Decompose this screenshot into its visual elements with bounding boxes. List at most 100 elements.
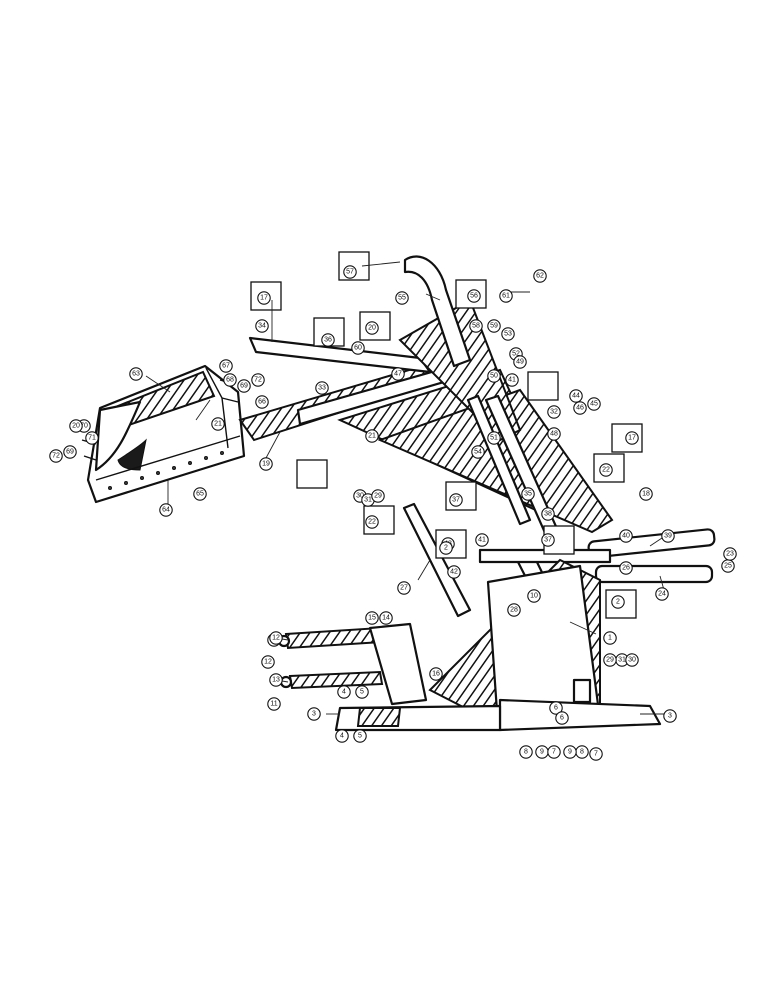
callout-c33: 33 (315, 381, 329, 395)
callout-circle (391, 367, 405, 381)
callout-label: 62 (536, 273, 544, 280)
callout-c66: 66 (255, 395, 269, 409)
callout-c25: 25 (721, 559, 735, 573)
callout-label: 5 (358, 733, 362, 740)
callout-label: 22 (368, 519, 376, 526)
callout-label: 57 (346, 269, 354, 276)
callout-c32: 32 (547, 405, 561, 419)
callout-circle (365, 429, 379, 443)
callout-circle (129, 367, 143, 381)
callout-c4b: 4 (335, 729, 349, 743)
callout-label: 54 (474, 449, 482, 456)
callout-label: 9 (568, 749, 572, 756)
callout-circle (639, 487, 653, 501)
callout-label: 64 (162, 507, 170, 514)
callout-circle (69, 419, 83, 433)
callout-c17a: 17 (257, 291, 271, 305)
callout-label: 44 (572, 393, 580, 400)
callout-circle (527, 589, 541, 603)
callout-circle (269, 673, 283, 687)
callout-c18: 18 (639, 487, 653, 501)
callout-c9b: 9 (535, 745, 549, 759)
callout-circle (335, 729, 349, 743)
callout-circle (307, 707, 321, 721)
callout-c2: 2 (611, 595, 625, 609)
callout-c48: 48 (547, 427, 561, 441)
callout-label: 35 (524, 491, 532, 498)
callout-circle (237, 379, 251, 393)
bucket-bolt-row (108, 450, 224, 490)
callout-circle (487, 431, 501, 445)
callout-c29b: 29 (603, 653, 617, 667)
callout-circle (505, 373, 519, 387)
callout-label: 37 (544, 537, 552, 544)
callout-label: 24 (658, 591, 666, 598)
callout-circle (619, 561, 633, 575)
callout-c37b: 37 (449, 493, 463, 507)
callout-c69b: 69 (63, 445, 77, 459)
callout-circle (469, 319, 483, 333)
callout-c71: 71 (85, 431, 99, 445)
callout-circle (723, 547, 737, 561)
bucket (81, 364, 246, 504)
callout-label: 8 (524, 749, 528, 756)
callout-circle (487, 369, 501, 383)
callout-label: 70 (80, 423, 88, 430)
callout-c64: 64 (159, 503, 173, 517)
callout-c12b: 12 (269, 631, 283, 645)
callout-label: 52 (512, 351, 520, 358)
callout-label: 26 (622, 565, 630, 572)
callout-label: 4 (340, 733, 344, 740)
callout-circle (603, 631, 617, 645)
callout-label: 5 (360, 689, 364, 696)
callout-c50: 50 (487, 369, 501, 383)
callout-circle (599, 463, 613, 477)
callout-label: 50 (490, 373, 498, 380)
callout-circle (193, 487, 207, 501)
callout-label: 29 (606, 657, 614, 664)
callout-label: 21 (368, 433, 376, 440)
callout-c8: 8 (575, 745, 589, 759)
callout-c28: 28 (507, 603, 521, 617)
callout-circle (355, 685, 369, 699)
callout-c49: 49 (513, 355, 527, 369)
callout-circle (519, 745, 533, 759)
callout-label: 3 (312, 711, 316, 718)
part-reference-boxes (250, 251, 643, 619)
callout-label: 65 (196, 491, 204, 498)
callout-circle (563, 745, 577, 759)
callout-c63: 63 (129, 367, 143, 381)
callout-label: 30 (628, 657, 636, 664)
callout-circle (259, 457, 273, 471)
lower-links (277, 622, 428, 706)
callout-circle (251, 373, 265, 387)
callout-c13b: 13 (269, 673, 283, 687)
callout-circle (315, 381, 329, 395)
callout-label: 2 (444, 545, 448, 552)
callout-circle (573, 401, 587, 415)
callout-c29: 29 (371, 489, 385, 503)
callout-label: 67 (222, 363, 230, 370)
callout-circle (365, 515, 379, 529)
callout-c23: 23 (723, 547, 737, 561)
callout-c42: 42 (447, 565, 461, 579)
callout-label: 45 (590, 401, 598, 408)
callout-circle (85, 431, 99, 445)
callout-label: 48 (550, 431, 558, 438)
callout-label: 14 (382, 615, 390, 622)
callout-c58: 58 (469, 319, 483, 333)
callout-circle (395, 291, 409, 305)
callout-label: 32 (550, 409, 558, 416)
callout-circle (159, 503, 173, 517)
callout-label: 38 (544, 511, 552, 518)
callout-label: 12 (272, 635, 280, 642)
callout-label: 11 (270, 701, 277, 708)
callout-c34: 34 (255, 319, 269, 333)
callout-c2b: 2 (439, 541, 453, 555)
callout-circle (467, 289, 481, 303)
callout-circle (439, 541, 453, 555)
callout-label: 51 (490, 435, 498, 442)
callout-label: 10 (530, 593, 538, 600)
callout-label: 41 (508, 377, 516, 384)
